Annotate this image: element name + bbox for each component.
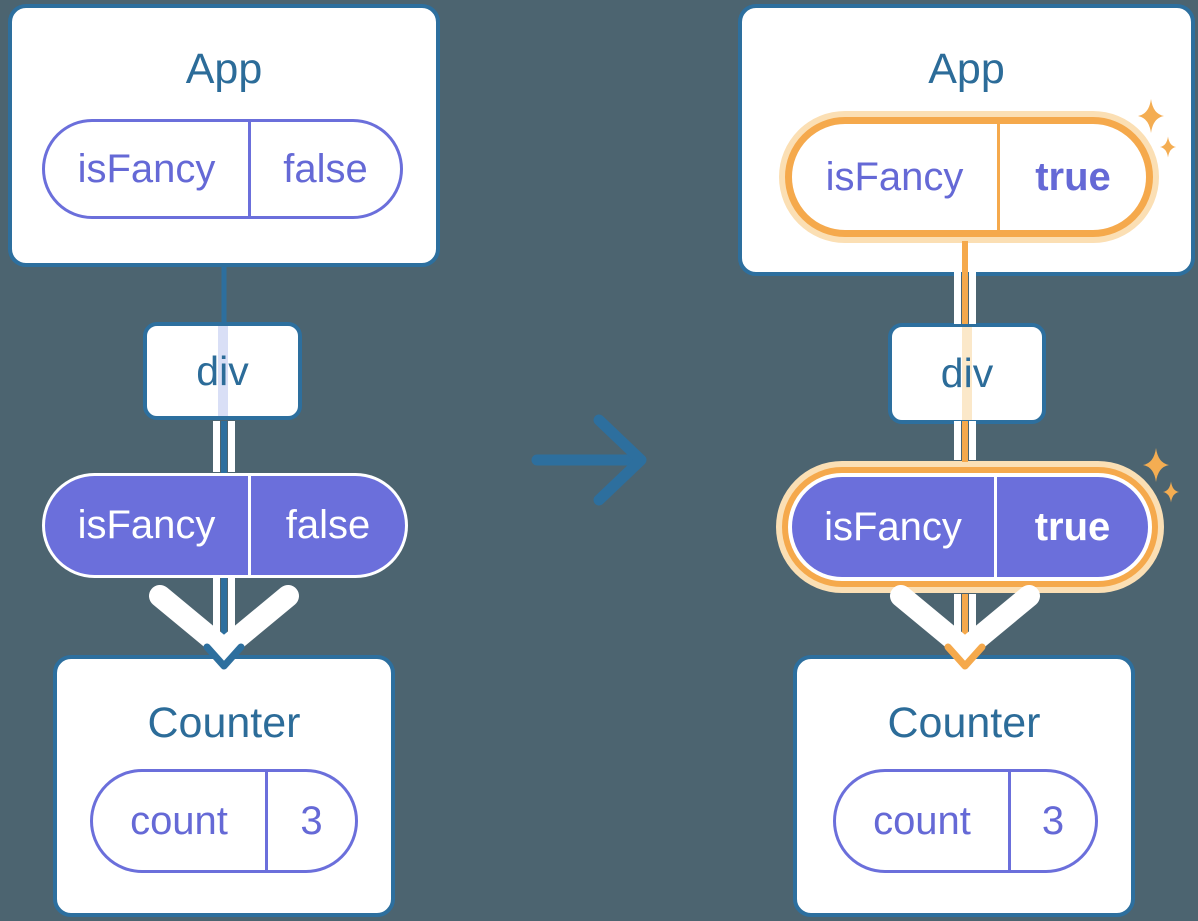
passed-prop-pill-before: isFancy false bbox=[45, 476, 405, 575]
app-title: App bbox=[928, 45, 1005, 93]
prop-name-label: isFancy bbox=[45, 476, 251, 575]
counter-card-after: Counter count 3 bbox=[793, 655, 1135, 917]
prop-flow-line-through-div bbox=[217, 326, 228, 416]
counter-title: Counter bbox=[147, 699, 301, 747]
app-title: App bbox=[185, 45, 263, 93]
counter-state-pill: count 3 bbox=[90, 769, 358, 873]
counter-title: Counter bbox=[887, 699, 1041, 747]
edge-div-to-prop-before bbox=[213, 421, 235, 473]
state-name-label: count bbox=[93, 772, 268, 870]
prop-name-label: isFancy bbox=[45, 122, 251, 216]
prop-name-label: isFancy bbox=[792, 477, 997, 577]
prop-value-label: true bbox=[1034, 504, 1111, 549]
app-card-before: App isFancy false bbox=[8, 4, 440, 267]
edge-prop-to-counter-before bbox=[149, 578, 299, 670]
div-label: div bbox=[196, 348, 249, 394]
prop-value-label: false bbox=[285, 503, 371, 547]
state-value-label: 3 bbox=[1041, 798, 1065, 843]
prop-value-label: true bbox=[1035, 154, 1111, 199]
div-node-after: div bbox=[888, 323, 1046, 424]
prop-name-label: isFancy bbox=[792, 124, 1000, 230]
state-name-label: count bbox=[836, 772, 1011, 870]
counter-card-before: Counter count 3 bbox=[53, 655, 395, 917]
state-value-label: 3 bbox=[300, 798, 323, 843]
app-card-after: App isFancy true bbox=[738, 4, 1195, 276]
prop-flow-line-through-div bbox=[962, 327, 972, 420]
sparkle-icon bbox=[1143, 448, 1180, 503]
prop-value-label: false bbox=[283, 146, 368, 191]
passed-prop-pill-highlighted: isFancy true bbox=[792, 477, 1148, 577]
white-chevron-icon bbox=[890, 585, 1040, 660]
div-label: div bbox=[940, 350, 994, 396]
app-prop-pill-highlighted: isFancy true bbox=[785, 117, 1153, 237]
edge-div-to-prop-after bbox=[954, 421, 976, 462]
white-chevron-icon bbox=[149, 585, 299, 660]
counter-state-pill: count 3 bbox=[833, 769, 1098, 873]
app-prop-pill: isFancy false bbox=[42, 119, 403, 219]
right-arrow-icon bbox=[531, 414, 647, 506]
div-node-before: div bbox=[143, 322, 302, 420]
